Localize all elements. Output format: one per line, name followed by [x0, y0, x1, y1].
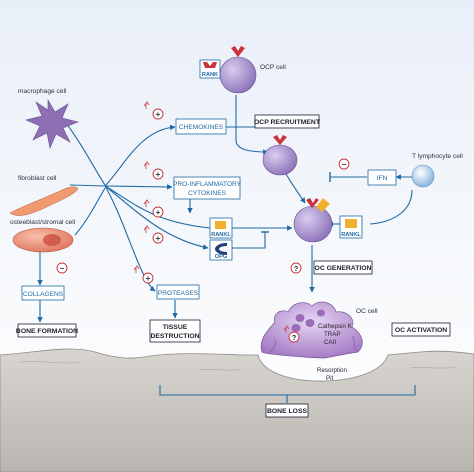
proteases-box: [156, 284, 200, 300]
rankl-icon-right: [345, 219, 357, 228]
cathepsin-k-label: Cathepsin K: [318, 323, 353, 330]
svg-text:+: +: [156, 170, 161, 179]
oc-precursor-rank: [306, 198, 319, 208]
chemokines-box: [175, 118, 227, 135]
antibody-icon: [143, 225, 150, 233]
antibody-icon: [133, 265, 140, 273]
plus-icon: [152, 108, 164, 120]
tissue-destruction-label-1: TISSUE: [163, 324, 188, 331]
oc-nucleus: [295, 314, 305, 322]
pit-label: Pit: [326, 375, 334, 382]
plus-icon: [152, 168, 164, 180]
collagens-label: COLLAGENS: [23, 291, 64, 298]
rankl-left-label: RANKL: [211, 232, 231, 238]
antibody-icon: [143, 101, 150, 109]
bone-formation-box: [17, 323, 77, 338]
plus-icon: [142, 272, 154, 284]
pro-inflammatory-box: [173, 176, 241, 200]
migrating-ocp-cell: [262, 144, 298, 176]
migrating-rank-receptor: [273, 135, 287, 145]
antibody-icon: [143, 199, 150, 207]
svg-text:+: +: [156, 208, 161, 217]
svg-text:−: −: [60, 264, 65, 273]
osteoclast-cell: [260, 301, 363, 359]
svg-text:−: −: [342, 160, 347, 169]
question-icon: [290, 262, 302, 274]
tissue-destruction-box: [149, 319, 201, 343]
opg-icon: [215, 243, 227, 255]
oc-nucleus: [291, 324, 301, 332]
svg-text:+: +: [156, 110, 161, 119]
collagens-box: [21, 285, 65, 301]
plus-icon: [152, 206, 164, 218]
svg-text:?: ?: [292, 333, 297, 342]
minus-icon: [338, 158, 350, 170]
t-lymphocyte-label: T lymphocyte cell: [412, 153, 463, 160]
ocp-cell: [219, 56, 257, 94]
ifn-label: IFN: [377, 175, 388, 182]
osteoblast-label: osteeblast/stromal cell: [10, 219, 76, 226]
rankl-icon-left: [215, 221, 226, 229]
fibroblast-label: fibroblast cell: [18, 175, 57, 182]
bone-loss-box: [265, 403, 309, 418]
antibody-icon: [283, 325, 290, 333]
rankl-right-label: RANKL: [341, 232, 361, 238]
oc-generation-box: [313, 260, 373, 275]
ifn-box: [367, 169, 397, 186]
oc-activation-box: [391, 322, 451, 337]
svg-text:+: +: [146, 274, 151, 283]
bone-surface: [0, 348, 474, 472]
macrophage-label: macrophage cell: [18, 88, 67, 95]
resorption-label: Resorption: [317, 367, 347, 374]
t-lymphocyte-cell: [411, 164, 435, 188]
oc-generation-label: OC GENERATION: [315, 265, 372, 272]
svg-text:+: +: [156, 234, 161, 243]
macrophage-cell: [25, 98, 79, 150]
ocp-recruitment-label: OCP RECRUITMENT: [254, 119, 321, 126]
trap-label: TRAP: [324, 331, 341, 338]
bone-loss-label: BONE LOSS: [267, 408, 307, 415]
oc-precursor-cell: [293, 205, 333, 243]
ocp-recruitment-box: [254, 114, 320, 129]
ocp-cell-label: OCP cell: [260, 64, 286, 71]
rank-icon: [203, 62, 217, 68]
rankl-bound: [316, 198, 330, 212]
svg-text:?: ?: [294, 264, 299, 273]
opg-label: OPG: [215, 254, 227, 260]
oc-nucleus: [305, 319, 315, 327]
bone-formation-label: BONE FORMATION: [16, 328, 78, 335]
sign-markers: + + + + + − − ? ?: [56, 101, 350, 343]
tissue-destruction-label-2: DESTRUCTION: [150, 333, 199, 340]
oc-cell-label: OC cell: [356, 308, 378, 315]
oc-nucleus: [317, 309, 325, 317]
antibody-icon: [143, 161, 150, 169]
minus-icon: [56, 262, 68, 274]
proteases-label: PROTEASES: [158, 290, 199, 297]
chemokines-label: CHEMOKINES: [179, 124, 224, 131]
pro-inflammatory-label-2: CYTOKINES: [188, 190, 227, 197]
fibroblast-cell: [9, 186, 79, 216]
ocp-rank-receptor: [231, 46, 245, 57]
plus-icon: [152, 232, 164, 244]
oc-activation-label: OC ACTIVATION: [395, 327, 447, 334]
caii-label: CAII: [324, 339, 336, 346]
pro-inflammatory-label-1: PRO-INFLAMMATORY: [173, 181, 242, 188]
rank-box-label: RANK: [202, 72, 218, 78]
question-icon: [288, 331, 300, 343]
